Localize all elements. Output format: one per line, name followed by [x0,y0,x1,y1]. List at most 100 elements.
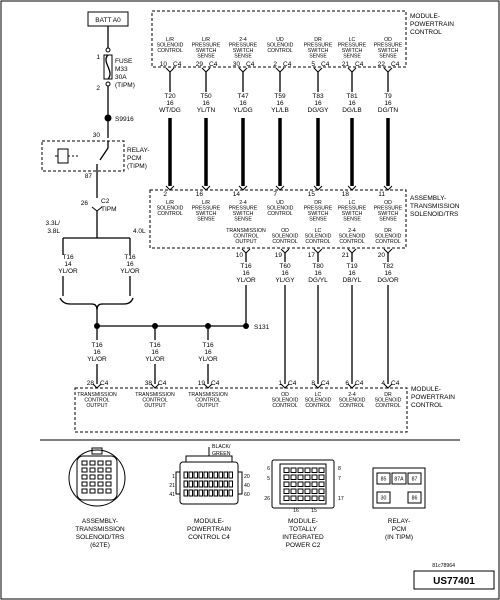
pin-cavity [297,488,304,494]
pcm-function-label: CONTROL [375,403,400,409]
trs-function-label: SWITCH [342,211,363,217]
pin-cavity [318,474,325,480]
svg-text:TRANSMISSION: TRANSMISSION [410,203,460,210]
pcm-function-label: TRANSMISSION [188,392,228,398]
function-label: SOLENOID [305,234,332,240]
function-label: LC [315,228,322,234]
wire-gauge: 16 [204,349,212,356]
relay-box [41,140,125,172]
pin-cavity [208,480,213,488]
svg-text:8: 8 [338,466,341,472]
pcm-function-label: DR [384,392,392,398]
connector-name: C4 [321,61,330,68]
function-label: CONTROL [267,48,292,54]
pin-cavity [290,467,297,473]
pin-cavity [311,488,318,494]
pcm-function-label: CONTROL [84,398,109,404]
trs-function-label: PRESSURE [304,206,333,212]
pcm-bottom-module: MODULE- POWERTRAIN CONTROL [74,386,455,433]
wire-gauge: 16 [93,349,101,356]
wire-color: YL/TN [197,107,216,114]
svg-text:14: 14 [64,261,72,268]
pin-cavity [213,480,218,488]
function-label: CONTROL [305,239,330,245]
pin-cavity [183,480,188,488]
wire-gauge: 16 [202,100,210,107]
svg-text:20: 20 [244,474,250,480]
pcm-pin-number: 1 [278,380,282,387]
pin-number: 19 [275,252,283,259]
pcm-function-label: CONTROL [305,403,330,409]
svg-text:MODULE-: MODULE- [288,518,318,525]
pin-number: 5 [311,61,315,68]
pin-cavity [311,481,318,487]
wire-gauge: 16 [281,270,289,277]
pcm-function-label: CONTROL [272,403,297,409]
svg-text:4.0L: 4.0L [133,228,146,235]
wire-color: YL/LB [271,107,289,114]
pin-cavity [183,489,188,497]
pin-cavity [304,467,311,473]
pin-cavity [105,488,112,494]
pin-cavity [213,489,218,497]
pin-cavity [81,481,88,487]
function-label: PRESSURE [192,43,221,49]
wire-gauge: 16 [314,270,322,277]
pcm-pin-number: 6 [345,380,349,387]
svg-text:SOLENOID/TRS: SOLENOID/TRS [76,534,125,541]
pin-cavity [81,460,88,466]
function-label: SWITCH [233,48,254,54]
svg-text:87: 87 [85,173,93,180]
function-label: TRANSMISSION [226,228,266,234]
function-label: LC [349,37,356,43]
pcm-function-label: SOLENOID [339,398,366,404]
wire-code: T16 [149,342,161,349]
pin-cavity [105,474,112,480]
trs-function-label: LC [349,200,356,206]
svg-text:41: 41 [169,492,175,498]
trs-module: ASSEMBLY- TRANSMISSION SOLENOID/TRS [149,189,460,249]
svg-text:3.3L/: 3.3L/ [46,220,61,227]
function-label: L/R [166,37,174,43]
pin-cavity [228,489,233,497]
pcm-function-label: SOLENOID [305,398,332,404]
svg-text:BLACK/: BLACK/ [212,444,231,450]
function-label: CONTROL [233,234,258,240]
trs-function-label: PRESSURE [229,206,258,212]
pcm-function-label: OUTPUT [144,403,166,409]
pin-cavity [193,489,198,497]
svg-text:6: 6 [267,466,270,472]
relay-label-3: (TIPM) [127,163,147,170]
pin-cavity [203,480,208,488]
pin-number: 20 [378,252,386,259]
function-label: CONTROL [272,239,297,245]
pcm-connector: C4 [355,380,364,387]
svg-text:87A: 87A [394,477,404,483]
trs-function-label: UD [276,200,284,206]
function-label: SENSE [197,54,215,60]
connector-name: C4 [355,61,364,68]
wire-color: DB/YL [343,277,362,284]
doc-id-box [413,570,495,590]
pin-cavity [304,474,311,480]
connector-name: C4 [391,61,400,68]
svg-text:7: 7 [338,476,341,482]
pcm-function-label: OUTPUT [86,403,108,409]
trs-function-label: SENSE [197,217,215,223]
pin-number: 19 [198,380,206,387]
connector-name: C4 [246,61,255,68]
svg-text:MODULE-: MODULE- [411,386,441,393]
pin-cavity [311,467,318,473]
trs-function-label: SWITCH [308,211,329,217]
pin-number: 22 [378,61,386,68]
pin-cavity [304,481,311,487]
